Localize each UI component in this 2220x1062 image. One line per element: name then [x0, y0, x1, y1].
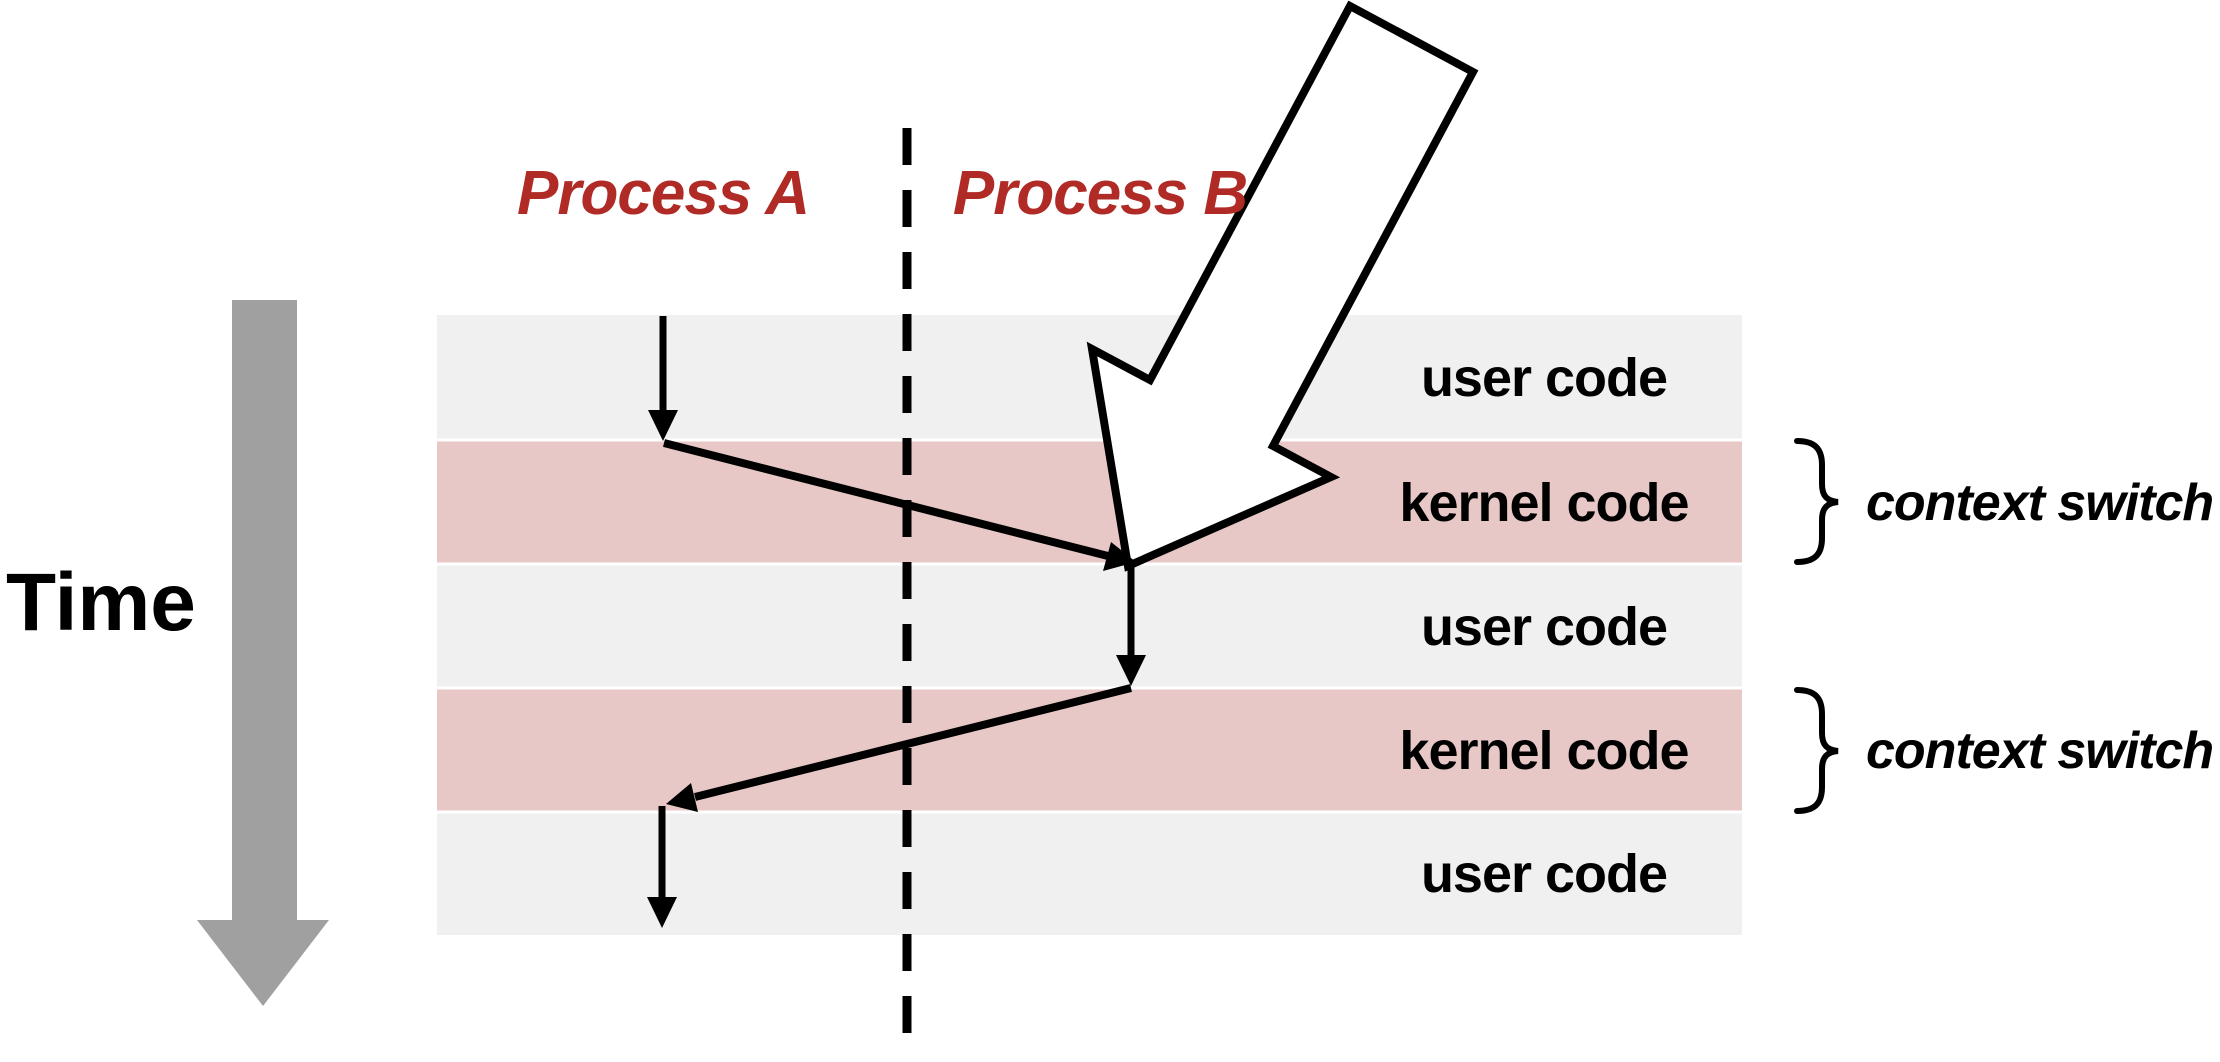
- flow-arrow-switch-a-to-b-head: [1103, 542, 1136, 571]
- band-label-user-code-1: user code: [1421, 348, 1667, 408]
- interrupt-block-arrow-icon: [1086, 0, 1479, 572]
- band-user-code-3: [437, 812, 1742, 935]
- process-a-label: Process A: [517, 159, 809, 228]
- flow-arrow-switch-b-to-a-head: [666, 783, 698, 812]
- band-label-user-code-3: user code: [1421, 844, 1667, 904]
- band-label-kernel-code-2: kernel code: [1399, 721, 1688, 781]
- band-label-kernel-code-1: kernel code: [1399, 473, 1688, 533]
- time-label: Time: [6, 557, 196, 648]
- flow-arrow-switch-a-to-b-line: [663, 439, 1109, 560]
- band-label-user-code-2: user code: [1421, 597, 1667, 657]
- flow-arrow-a-user1-head: [648, 410, 678, 441]
- time-arrow-icon: [197, 300, 329, 1006]
- flow-arrow-b-user-head: [1116, 655, 1146, 686]
- process-b-label: Process B: [953, 159, 1247, 228]
- flow-arrow-a-user2-head: [647, 897, 677, 928]
- flow-arrow-switch-b-to-a-line: [694, 684, 1132, 801]
- band-kernel-code-1: [437, 440, 1742, 564]
- band-kernel-code-2: [437, 688, 1742, 812]
- context-switch-brace-1: [1794, 438, 1839, 565]
- context-switch-brace-2: [1794, 687, 1839, 814]
- context-switch-label-2: context switch: [1866, 722, 2213, 780]
- band-user-code-2: [437, 564, 1742, 688]
- context-switch-label-1: context switch: [1866, 474, 2213, 532]
